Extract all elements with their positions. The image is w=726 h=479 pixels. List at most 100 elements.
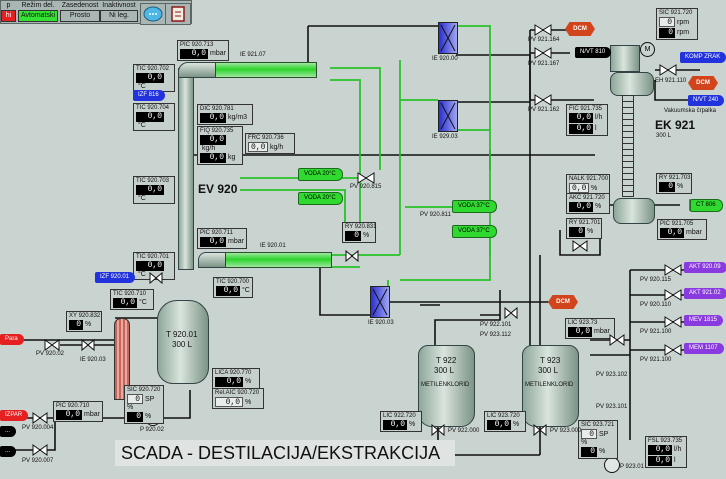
value: 0,0 [569,124,593,134]
vacuum-pump-note: Vakuumska črpalka [664,108,716,114]
condenser-mid-elbow [198,252,226,268]
valve-label: PV 923.112 [480,332,511,338]
nvt-810-connector[interactable]: N/VT 810 [575,47,612,58]
water-outlet-37[interactable]: VODA 37°C [452,225,497,238]
valve-label: PV 920.004 [22,425,54,431]
valve-icon [32,412,48,424]
reactor-t920 [157,300,209,384]
extractor-head [610,45,640,72]
valve-icon [664,344,682,356]
izf-816-connector[interactable]: IZF 816 [133,90,165,101]
right-connector-1[interactable]: AKT 920.09 [684,262,726,273]
value: 0,0 [136,261,164,271]
valve-icon [357,172,375,184]
steam-inlet-connector[interactable]: Para [0,334,24,345]
value: 0,0 [660,228,684,238]
operator-panel-icon[interactable] [165,3,191,25]
mode-button[interactable]: hi [1,10,16,22]
valve-label: PV 921.100 [640,357,672,363]
right-connector-3[interactable]: MEV 1815 [684,315,724,326]
value: 0,0 [56,410,82,420]
right-connector-2[interactable]: AKT 921.02 [684,288,726,299]
valve-icon [504,306,518,320]
tank-t922-volume: 300 L [434,366,455,375]
unit: l/h [595,114,603,121]
tag: LIC 923.73 [568,320,598,326]
unit: l/h [674,446,682,453]
water-inlet-37[interactable]: VODA 37°C [452,200,497,213]
cooler-2-label: IE 929.03 [432,134,458,140]
valve-label: PV 921.167 [528,61,560,67]
column-label: EV 920 [198,182,238,196]
unit: SP % [581,431,609,446]
valve-icon [32,444,48,456]
valve-icon [149,271,163,285]
occupancy-button[interactable]: Prosto [60,10,100,22]
dcm-badge-tank[interactable]: DCM [548,295,578,309]
cooler-ie920-03 [370,286,390,318]
dcm-badge-right[interactable]: DCM [688,76,718,90]
steam-outlet-connector[interactable]: IZPAR [0,410,29,421]
left-connector-b[interactable]: ... [0,446,17,457]
unit: l [595,125,597,132]
right-connector-4[interactable]: MEM 1107 [684,343,724,354]
inactivity-button[interactable]: Ni leg. [100,10,138,22]
reactor-name: T 920.01 [166,330,198,339]
water-outlet-20[interactable]: VODA 20°C [298,192,343,205]
left-connector-a[interactable]: ... [0,426,17,437]
tag: RY 921.701 [569,220,601,226]
valve-label: PV 920.811 [420,212,451,218]
toolbar-col-0: p hi [1,1,16,22]
tag: NALK 921.700 [569,176,609,182]
automatic-mode-button[interactable]: Avtomatski [18,10,58,22]
izf-920-connector[interactable]: IZF 920.01 [95,272,136,283]
unit: mbar [686,229,702,236]
unit: % [677,183,684,190]
compressed-air-connector[interactable]: KOMP ZRAK [680,52,726,63]
ct-806-connector[interactable]: CT 806 [690,199,723,212]
nvt-240-connector[interactable]: N/VT 240 [688,95,725,106]
value: 0,0 [569,202,593,212]
unit: °C [139,299,147,306]
tank-t923-content: METILENKLORID [525,382,574,388]
value: 0 [569,227,585,237]
condenser-ie921-label: IE 921.07 [240,52,266,58]
dcm-badge-top[interactable]: DCM [565,22,595,36]
toolbar-label: p [6,2,11,9]
tag: FIQ 920.735 [200,128,234,134]
valve-label: PV 923.000 [550,428,582,434]
tank-t923-volume: 300 L [538,366,559,375]
water-inlet-20[interactable]: VODA 20°C [298,168,343,181]
tag: FRC 920.736 [248,135,284,141]
condenser-ie921 [215,62,317,78]
